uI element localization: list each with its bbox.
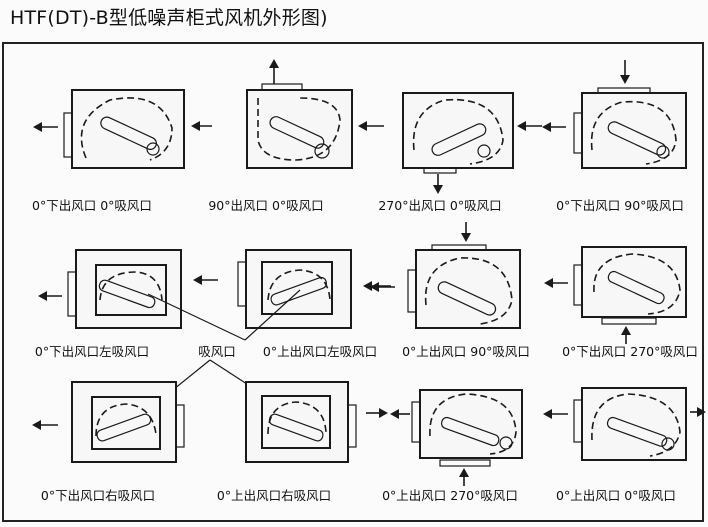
caption-r3c2: 0°上出风口右吸风口 [216, 488, 332, 503]
caption-r2c2: 0°上出风口左吸风口 [262, 344, 378, 359]
caption-intake: 吸风口 [198, 344, 236, 359]
caption-r2c3: 0°上出风口 90°吸风口 [402, 344, 530, 359]
fan-unit-r1c3 [402, 92, 542, 194]
page-title: HTF(DT)-B型低噪声柜式风机外形图) [10, 7, 328, 29]
fan-unit-r2c4 [544, 246, 687, 344]
fan-unit-r1c2 [246, 59, 384, 169]
fan-unit-r3c3 [390, 389, 523, 486]
fan-unit-r1c4 [542, 60, 687, 169]
fan-unit-r3c4 [543, 387, 706, 461]
caption-r2c4: 0°下出风口 270°吸风口 [562, 344, 698, 359]
fan-unit-r3c1 [32, 381, 185, 463]
fan-unit-r3c2 [245, 381, 388, 463]
caption-r1c3: 270°出风口 0°吸风口 [378, 198, 502, 213]
caption-r2c1: 0°下出风口左吸风口 [34, 344, 150, 359]
diagram-frame [2, 42, 704, 522]
caption-r3c4: 0°上出风口 0°吸风口 [556, 488, 676, 503]
fan-unit-r1c1 [33, 89, 212, 169]
caption-r1c1: 0°下出风口 0°吸风口 [32, 198, 152, 213]
fan-unit-r2c3 [370, 222, 521, 329]
fan-unit-r2c2 [237, 249, 391, 329]
caption-r3c1: 0°下出风口右吸风口 [40, 488, 156, 503]
caption-r1c4: 0°下出风口 90°吸风口 [556, 198, 684, 213]
fan-unit-r2c1 [38, 249, 218, 329]
caption-r3c3: 0°上出风口 270°吸风口 [382, 488, 518, 503]
caption-r1c2: 90°出风口 0°吸风口 [208, 198, 324, 213]
